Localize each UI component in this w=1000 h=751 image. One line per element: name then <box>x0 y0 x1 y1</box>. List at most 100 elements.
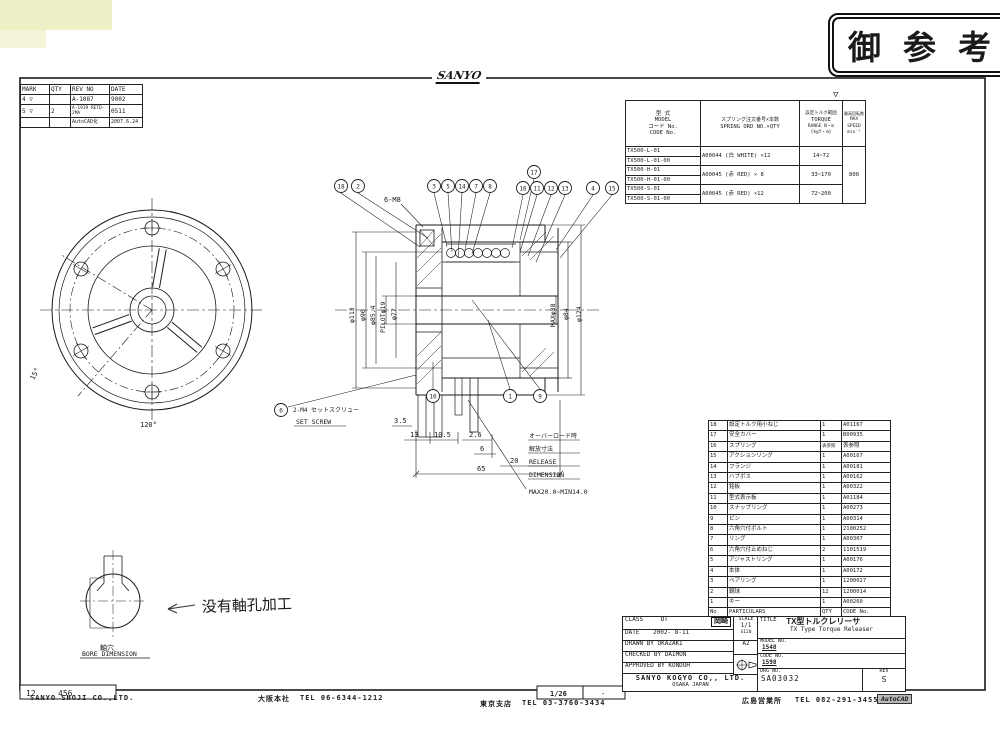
svg-text:φ124: φ124 <box>575 306 583 322</box>
bore-detail <box>80 550 196 659</box>
svg-text:10.5: 10.5 <box>434 431 451 439</box>
balloon: 13 <box>558 181 572 195</box>
osaka-tel: TEL 06-6344-1212 <box>300 694 384 702</box>
svg-text:16: 16 <box>519 186 527 193</box>
sheet-border <box>19 77 986 691</box>
bolt-hole <box>215 261 231 277</box>
logo-text: SANYO <box>435 69 483 84</box>
bolt-hole <box>73 261 89 277</box>
svg-text:5: 5 <box>446 184 450 191</box>
svg-text:18: 18 <box>337 184 345 191</box>
model-table-header-spring: スプリング注文番号×本数 SPRING ORD NO.×QTY <box>700 100 800 147</box>
svg-text:65: 65 <box>477 465 485 473</box>
max-speed-value: 800 <box>842 146 866 204</box>
radial-slot <box>92 314 132 335</box>
svg-text:SET SCREW: SET SCREW <box>296 418 331 426</box>
balloon: 7 <box>469 179 483 193</box>
balloon: 1 <box>503 389 517 403</box>
balloon: 8 <box>483 179 497 193</box>
balloon: 5 <box>441 179 455 193</box>
svg-text:15: 15 <box>608 186 616 193</box>
sticky-note-large <box>0 0 112 30</box>
svg-text:7: 7 <box>474 184 478 191</box>
svg-text:8: 8 <box>488 184 492 191</box>
hiroshima-office: 広島営業所 <box>742 698 782 705</box>
balloons: 18 2 3 5 14 7 8 17 16 11 12 13 4 15 10 1… <box>274 165 619 417</box>
rev-col-date: DATE <box>109 84 143 95</box>
bolt-hole <box>143 219 161 237</box>
model-table-header-torque: 設定トルク範囲 TORQUE RANGE N・m {kgf・m} <box>799 100 843 147</box>
thread-note: 6-M8 <box>384 196 401 204</box>
balloon: 4 <box>586 181 600 195</box>
bore-range-note: MAX20.0~MIN14.0 <box>529 488 588 496</box>
rev-col-revno: REV NO <box>70 84 110 95</box>
svg-text:10: 10 <box>429 394 437 401</box>
bore-label-jp: 軸穴 <box>100 643 114 652</box>
svg-text:6: 6 <box>480 445 484 453</box>
svg-text:φ90: φ90 <box>359 309 367 321</box>
svg-text:PILOTφ19: PILOTφ19 <box>379 302 387 333</box>
revision-table: MARK QTY REV NO DATE 4 ▽ A-1087 9002 5 ▽… <box>20 84 143 128</box>
series-logo: SANYO <box>432 66 486 84</box>
sticky-note-small <box>0 30 46 48</box>
revision-triangle-mark: ▽ <box>833 90 839 100</box>
svg-text:12: 12 <box>547 186 555 193</box>
front-view <box>40 198 265 422</box>
bolt-hole <box>215 343 231 359</box>
svg-text:14: 14 <box>458 184 466 191</box>
svg-text:オーバーロード時: オーバーロード時 <box>529 432 577 440</box>
svg-text:RELEASE: RELEASE <box>529 458 556 466</box>
balloon: 14 <box>455 179 469 193</box>
balloon: 9 <box>533 389 547 403</box>
svg-text:DIMENSION: DIMENSION <box>529 471 564 479</box>
zone-left: 12 <box>26 689 36 698</box>
balloon: 17 <box>527 165 541 179</box>
svg-text:6: 6 <box>279 408 283 415</box>
svg-text:17: 17 <box>530 170 538 177</box>
model-row: TX500-S-01-00 <box>625 193 866 204</box>
revision-row: 4 ▽ A-1087 9002 <box>20 94 143 105</box>
zone-right: 456 <box>58 689 73 698</box>
svg-text:1: 1 <box>508 394 512 401</box>
balloon: 6 <box>274 403 288 417</box>
page-box-left: 1/26 <box>550 690 567 698</box>
svg-text:13: 13 <box>410 431 418 439</box>
svg-text:2.6: 2.6 <box>469 431 482 439</box>
radial-slot <box>152 248 167 289</box>
model-selection-table: 型 式 MODEL コード No. CODE No. スプリング注文番号×本数 … <box>625 100 866 204</box>
angle-120-label: 120° <box>140 421 157 429</box>
dimension-lines <box>287 203 585 490</box>
svg-text:3: 3 <box>432 184 436 191</box>
svg-text:φ85.4: φ85.4 <box>369 305 377 325</box>
bolt-hole <box>73 343 89 359</box>
page-box-right: - <box>601 690 605 698</box>
handwritten-note: 没有軸孔加工 <box>202 595 293 616</box>
maker-name: SANYO SHOJI CO.,LTD. <box>30 694 135 702</box>
model-row: TX500-L-01 A00044 (白 WHITE) ×12 14~72 80… <box>625 146 866 204</box>
autocad-badge: AutoCAD <box>877 694 913 704</box>
revision-row: AutoCAD化 2007.6.24 <box>20 117 143 128</box>
model-table-header-speed: 最高回転数 MAX SPEED min⁻¹ <box>842 100 866 147</box>
drawing-title-en: TX Type Torque Releaser <box>789 625 874 633</box>
drawing-title-jp: TX型トルクレリーサ <box>786 617 861 626</box>
balloon: 3 <box>427 179 441 193</box>
rev-col-mark: MARK <box>20 84 50 95</box>
hiroshima-tel: TEL 082-291-3455 <box>795 696 879 704</box>
svg-text:φ77: φ77 <box>390 308 398 320</box>
set-screw-note: 2-M4 セットスクリュー SET SCREW <box>293 407 359 426</box>
title-cell: TITLE TX型トルクレリーサ TX Type Torque Releaser <box>757 616 906 640</box>
svg-text:3.5: 3.5 <box>394 417 407 425</box>
rev-cell: REV S <box>862 668 906 692</box>
drg-no-cell: DRG NO. SA03032 <box>757 668 864 692</box>
